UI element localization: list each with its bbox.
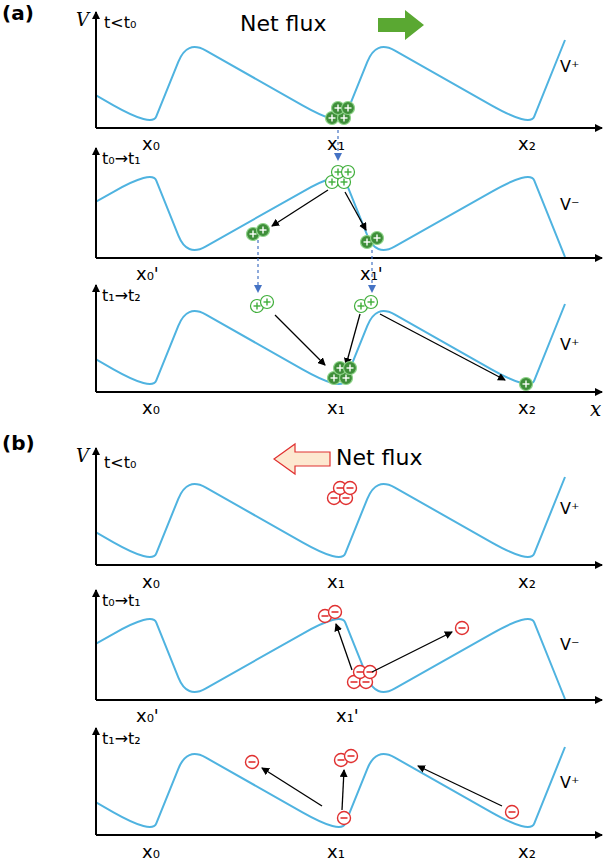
position-label: x₁ [327, 134, 345, 154]
potential-label: V⁺ [560, 500, 579, 518]
axis-label: x [590, 398, 601, 420]
motion-arrow [272, 190, 328, 226]
potential-curve [97, 477, 565, 564]
potential-label: V⁻ [560, 636, 579, 654]
ion [344, 362, 357, 375]
flux-arrow [274, 444, 330, 474]
time-label: t₁→t₂ [102, 730, 141, 748]
ion [329, 606, 342, 619]
motion-arrow [345, 192, 366, 230]
time-label: t₀→t₁ [102, 592, 141, 610]
time-label: t<t₀ [104, 454, 136, 472]
ion [365, 296, 378, 309]
motion-arrow [336, 624, 352, 670]
ion [342, 166, 355, 179]
motion-arrow [418, 766, 502, 806]
ion [261, 296, 274, 309]
ion [345, 750, 358, 763]
position-label: x₁' [336, 706, 359, 726]
x-axis [96, 391, 602, 393]
y-axis [95, 590, 97, 700]
potential-label: V⁺ [560, 336, 579, 354]
ion [364, 666, 377, 679]
position-label: x₁ [327, 572, 345, 592]
flux-label: Net flux [336, 446, 422, 470]
ion [520, 378, 533, 391]
position-label: x₀ [142, 134, 160, 154]
x-axis [96, 257, 602, 259]
ion [342, 102, 355, 115]
transition-arrow [257, 240, 258, 292]
position-label: x₀ [142, 398, 160, 418]
ion [246, 756, 259, 769]
position-label: x₁ [327, 842, 345, 862]
potential-label: V⁻ [560, 196, 579, 214]
ion [506, 806, 519, 819]
y-axis [95, 448, 97, 565]
flux-label: Net flux [240, 12, 326, 36]
motion-arrow [380, 314, 505, 380]
potential-curve [97, 612, 565, 699]
position-label: x₀' [136, 706, 159, 726]
ion [344, 482, 357, 495]
position-label: x₂ [518, 398, 536, 418]
y-axis [95, 728, 97, 835]
potential-label: V⁺ [560, 58, 579, 76]
panel-label: (a) [2, 2, 34, 24]
x-axis [96, 834, 602, 836]
potential-curve [97, 170, 565, 257]
potential-curve [97, 304, 565, 391]
motion-arrow [372, 632, 452, 672]
ion [257, 224, 270, 237]
time-label: t₀→t₁ [102, 150, 141, 168]
axis-label: V [76, 10, 89, 30]
position-label: x₁' [360, 264, 383, 284]
position-label: x₂ [518, 134, 536, 154]
motion-arrow [342, 770, 344, 810]
panel-label: (b) [2, 432, 35, 454]
position-label: x₀ [142, 572, 160, 592]
potential-curve [97, 40, 565, 127]
x-axis [96, 699, 602, 701]
motion-arrow [275, 315, 325, 365]
position-label: x₂ [518, 572, 536, 592]
flux-arrow [378, 10, 424, 40]
potential-curve [97, 747, 565, 834]
ion [371, 232, 384, 245]
time-label: t₁→t₂ [102, 287, 141, 305]
motion-arrow [262, 768, 322, 806]
position-label: x₀ [142, 842, 160, 862]
position-label: x₁ [327, 398, 345, 418]
ion [338, 812, 351, 825]
y-axis [95, 148, 97, 258]
ion [456, 622, 469, 635]
position-label: x₂ [518, 842, 536, 862]
time-label: t<t₀ [104, 14, 136, 32]
x-axis [96, 127, 602, 129]
motion-arrow [346, 314, 360, 365]
y-axis [95, 285, 97, 392]
position-label: x₀' [136, 264, 159, 284]
potential-label: V⁺ [560, 774, 579, 792]
axis-label: V [76, 446, 89, 466]
x-axis [96, 564, 602, 566]
y-axis [95, 12, 97, 128]
